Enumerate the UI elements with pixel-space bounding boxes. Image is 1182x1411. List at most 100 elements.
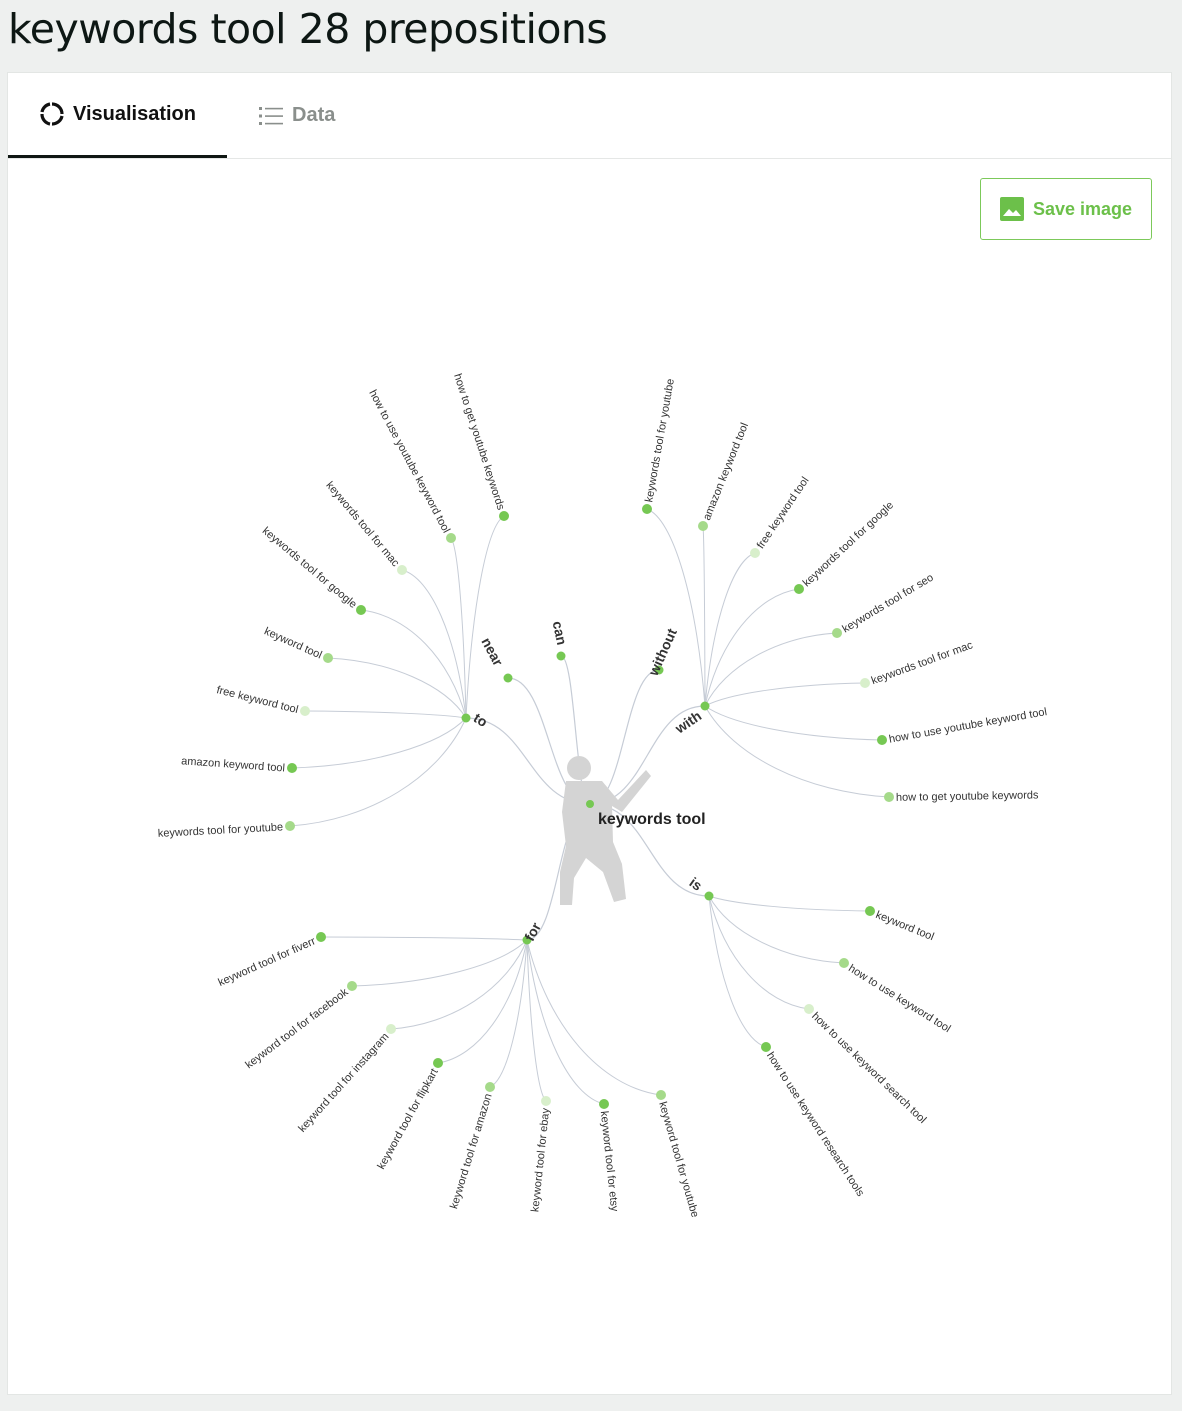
leaf-node-for-7[interactable] (656, 1090, 666, 1100)
branch-node-can[interactable] (556, 651, 566, 661)
leaf-label-is-how-to-use-keyword-search-tool: how to use keyword search tool (809, 1010, 928, 1126)
link-for-keyword-tool-for-flipkart (437, 939, 528, 1064)
branch-node-with[interactable] (700, 701, 710, 711)
list-icon (259, 106, 283, 125)
link-for-keyword-tool-for-facebook (351, 939, 528, 987)
leaf-label-is-how-to-use-keyword-research-tools: how to use keyword research tools (764, 1050, 867, 1199)
leaf-node-to-5[interactable] (300, 706, 310, 716)
link-for-keyword-tool-for-etsy (526, 939, 605, 1105)
leaf-label-for-keyword-tool-for-fiverr: keyword tool for fiverr (217, 935, 318, 989)
link-to-keywords-tool-for-mac (401, 569, 467, 719)
branch-node-is[interactable] (704, 891, 714, 901)
leaf-label-for-keyword-tool-for-youtube: keyword tool for youtube (656, 1100, 701, 1219)
link-to-amazon-keyword-tool (291, 717, 467, 769)
link-to-how-to-use-youtube-keyword-tool (450, 537, 467, 719)
tab-data[interactable]: Data (258, 73, 335, 158)
leaf-label-is-how-to-use-keyword-tool: how to use keyword tool (846, 962, 952, 1035)
branch-label-with: with (671, 707, 704, 736)
tab-bar: Visualisation Data (8, 73, 1171, 159)
link-with-keywords-tool-for-google (704, 588, 800, 707)
link-with-how-to-get-youtube-keywords (704, 705, 890, 798)
leaf-label-to-keywords-tool-for-youtube: keywords tool for youtube (158, 821, 284, 840)
branch-node-for[interactable] (522, 935, 532, 945)
link-with-keywords-tool-for-youtube (646, 508, 706, 707)
leaf-node-with-3[interactable] (794, 584, 804, 594)
leaf-node-is-3[interactable] (761, 1042, 771, 1052)
save-image-button[interactable]: Save image (980, 178, 1152, 240)
leaf-node-to-0[interactable] (499, 511, 509, 521)
leaf-label-with-keywords-tool-for-mac: keywords tool for mac (870, 639, 975, 687)
leaf-node-to-2[interactable] (397, 565, 407, 575)
leaf-label-to-how-to-use-youtube-keyword-tool: how to use youtube keyword tool (366, 388, 452, 535)
branch-label-to: to (471, 709, 491, 730)
leaf-node-to-3[interactable] (356, 605, 366, 615)
leaf-label-for-keyword-tool-for-flipkart: keyword tool for flipkart (375, 1067, 440, 1172)
leaf-label-for-keyword-tool-for-etsy: keyword tool for etsy (598, 1110, 621, 1212)
leaf-label-with-keywords-tool-for-youtube: keywords tool for youtube (643, 378, 677, 504)
link-for-keyword-tool-for-instagram (390, 939, 528, 1030)
leaf-label-with-keywords-tool-for-seo: keywords tool for seo (840, 572, 935, 636)
leaf-node-to-6[interactable] (287, 763, 297, 773)
branch-node-without[interactable] (654, 665, 664, 675)
leaf-label-with-free-keyword-tool: free keyword tool (755, 475, 812, 551)
leaf-node-for-6[interactable] (599, 1099, 609, 1109)
leaf-label-to-amazon-keyword-tool: amazon keyword tool (181, 755, 286, 774)
link-with-amazon-keyword-tool (702, 525, 706, 707)
leaf-label-for-keyword-tool-for-facebook: keyword tool for facebook (243, 986, 351, 1071)
link-to-keyword-tool (327, 657, 467, 719)
leaf-node-with-0[interactable] (642, 504, 652, 514)
leaf-node-is-2[interactable] (804, 1004, 814, 1014)
link-with-keywords-tool-for-seo (704, 632, 838, 707)
leaf-label-is-keyword-tool: keyword tool (874, 909, 936, 943)
leaf-label-to-free-keyword-tool: free keyword tool (215, 684, 299, 716)
leaf-node-is-1[interactable] (839, 958, 849, 968)
link-for-keyword-tool-for-amazon (489, 939, 528, 1088)
leaf-label-with-how-to-get-youtube-keywords: how to get youtube keywords (896, 789, 1039, 803)
page-title: keywords tool 28 prepositions (8, 5, 608, 53)
branch-node-to[interactable] (461, 713, 471, 723)
leaf-node-with-2[interactable] (750, 548, 760, 558)
leaf-node-to-1[interactable] (446, 533, 456, 543)
loading-circle-icon (40, 102, 64, 126)
link-to-keywords-tool-for-google (360, 609, 467, 719)
link-to-free-keyword-tool (304, 710, 467, 719)
leaf-node-to-4[interactable] (323, 653, 333, 663)
link-is-keyword-tool (708, 895, 871, 912)
link-for-keyword-tool-for-ebay (526, 939, 547, 1102)
root-label: keywords tool (598, 811, 706, 828)
branch-label-without: without (645, 626, 680, 679)
branch-label-is: is (686, 874, 705, 894)
root-node (586, 800, 594, 808)
leaf-node-with-6[interactable] (877, 735, 887, 745)
leaf-label-with-how-to-use-youtube-keyword-tool: how to use youtube keyword tool (888, 706, 1048, 746)
link-to-keywords-tool-for-youtube (289, 717, 467, 827)
leaf-node-for-1[interactable] (347, 981, 357, 991)
leaf-node-with-7[interactable] (884, 792, 894, 802)
leaf-node-with-4[interactable] (832, 628, 842, 638)
leaf-label-to-how-to-get-youtube-keywords: how to get youtube keywords (451, 372, 507, 512)
tab-visualisation-label: Visualisation (72, 102, 196, 125)
branch-label-can: can (550, 619, 571, 646)
link-for-keyword-tool-for-fiverr (320, 936, 528, 941)
tab-data-label: Data (292, 104, 336, 126)
link-for-keyword-tool-for-youtube (526, 939, 662, 1096)
leaf-node-for-5[interactable] (541, 1096, 551, 1106)
leaf-node-with-5[interactable] (860, 678, 870, 688)
branch-label-for: for (521, 919, 544, 943)
leaf-node-for-3[interactable] (433, 1058, 443, 1068)
leaf-label-for-keyword-tool-for-instagram: keyword tool for instagram (296, 1031, 391, 1135)
leaf-node-for-0[interactable] (316, 932, 326, 942)
leaf-node-for-4[interactable] (485, 1082, 495, 1092)
leaf-node-with-1[interactable] (698, 521, 708, 531)
leaf-label-for-keyword-tool-for-amazon: keyword tool for amazon (448, 1092, 495, 1210)
leaf-node-for-2[interactable] (386, 1024, 396, 1034)
leaf-node-to-7[interactable] (285, 821, 295, 831)
branch-node-near[interactable] (503, 673, 513, 683)
person-silhouette (560, 756, 651, 905)
tab-visualisation[interactable]: Visualisation (8, 73, 227, 158)
leaf-node-is-0[interactable] (865, 906, 875, 916)
image-icon (999, 197, 1024, 221)
graph-nodes (285, 504, 894, 1109)
leaf-label-for-keyword-tool-for-ebay: keyword tool for ebay (529, 1107, 552, 1213)
